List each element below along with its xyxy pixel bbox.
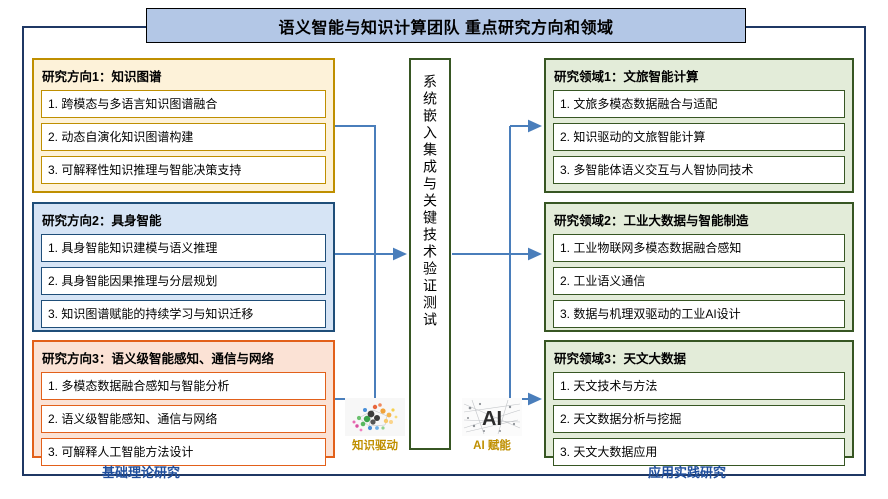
list-item[interactable]: 1. 具身智能知识建模与语义推理: [41, 234, 326, 262]
system-integration-box[interactable]: 系统嵌入集成与关键技术验证测试: [409, 58, 451, 450]
list-item[interactable]: 2. 知识驱动的文旅智能计算: [553, 123, 845, 151]
page-title-text: 语义智能与知识计算团队 重点研究方向和领域: [278, 19, 614, 37]
icon-caption: 知识驱动: [352, 440, 398, 452]
research-field-2-group[interactable]: 研究领域2：工业大数据与智能制造 1. 工业物联网多模态数据融合感知 2. 工业…: [544, 202, 854, 332]
list-item[interactable]: 2. 语义级智能感知、通信与网络: [41, 405, 326, 433]
group-title: 研究领域1：文旅智能计算: [554, 70, 699, 84]
bottom-label-applied-practice: 应用实践研究: [648, 465, 727, 480]
ai-icon: AI: [462, 398, 522, 436]
knowledge-driven-icon-block: 知识驱动: [341, 398, 409, 453]
list-item[interactable]: 1. 天文技术与方法: [553, 372, 845, 400]
page-title: 语义智能与知识计算团队 重点研究方向和领域: [146, 8, 746, 43]
list-item[interactable]: 3. 多智能体语义交互与人智协同技术: [553, 156, 845, 184]
list-item[interactable]: 1. 跨模态与多语言知识图谱融合: [41, 90, 326, 118]
svg-text:AI: AI: [482, 408, 502, 430]
group-title: 研究领域2：工业大数据与智能制造: [554, 214, 749, 228]
list-item[interactable]: 3. 天文大数据应用: [553, 438, 845, 466]
list-item[interactable]: 2. 具身智能因果推理与分层规划: [41, 267, 326, 295]
list-item[interactable]: 3. 可解释性知识推理与智能决策支持: [41, 156, 326, 184]
list-item[interactable]: 3. 数据与机理双驱动的工业AI设计: [553, 300, 845, 328]
bottom-label-basic-theory: 基础理论研究: [102, 465, 181, 480]
icon-caption: AI 赋能: [473, 440, 511, 452]
list-item[interactable]: 1. 工业物联网多模态数据融合感知: [553, 234, 845, 262]
group-title: 研究方向1：知识图谱: [42, 70, 162, 84]
list-item[interactable]: 2. 工业语义通信: [553, 267, 845, 295]
list-item[interactable]: 1. 文旅多模态数据融合与适配: [553, 90, 845, 118]
research-direction-3-group[interactable]: 研究方向3：语义级智能感知、通信与网络 1. 多模态数据融合感知与智能分析 2.…: [32, 340, 335, 466]
ai-empowerment-icon-block: AI AI 赋能: [458, 398, 526, 453]
list-item[interactable]: 2. 动态自演化知识图谱构建: [41, 123, 326, 151]
group-title: 研究方向3：语义级智能感知、通信与网络: [42, 352, 274, 366]
list-item[interactable]: 3. 可解释人工智能方法设计: [41, 438, 326, 466]
research-direction-2-group[interactable]: 研究方向2：具身智能 1. 具身智能知识建模与语义推理 2. 具身智能因果推理与…: [32, 202, 335, 332]
knowledge-graph-icon: [345, 398, 405, 436]
research-field-1-group[interactable]: 研究领域1：文旅智能计算 1. 文旅多模态数据融合与适配 2. 知识驱动的文旅智…: [544, 58, 854, 193]
research-field-3-group[interactable]: 研究领域3：天文大数据 1. 天文技术与方法 2. 天文数据分析与挖掘 3. 天…: [544, 340, 854, 466]
system-integration-label: 系统嵌入集成与关键技术验证测试: [422, 74, 438, 329]
list-item[interactable]: 2. 天文数据分析与挖掘: [553, 405, 845, 433]
list-item[interactable]: 1. 多模态数据融合感知与智能分析: [41, 372, 326, 400]
group-title: 研究领域3：天文大数据: [554, 352, 686, 366]
list-item[interactable]: 3. 知识图谱赋能的持续学习与知识迁移: [41, 300, 326, 328]
research-direction-1-group[interactable]: 研究方向1：知识图谱 1. 跨模态与多语言知识图谱融合 2. 动态自演化知识图谱…: [32, 58, 335, 193]
group-title: 研究方向2：具身智能: [42, 214, 162, 228]
